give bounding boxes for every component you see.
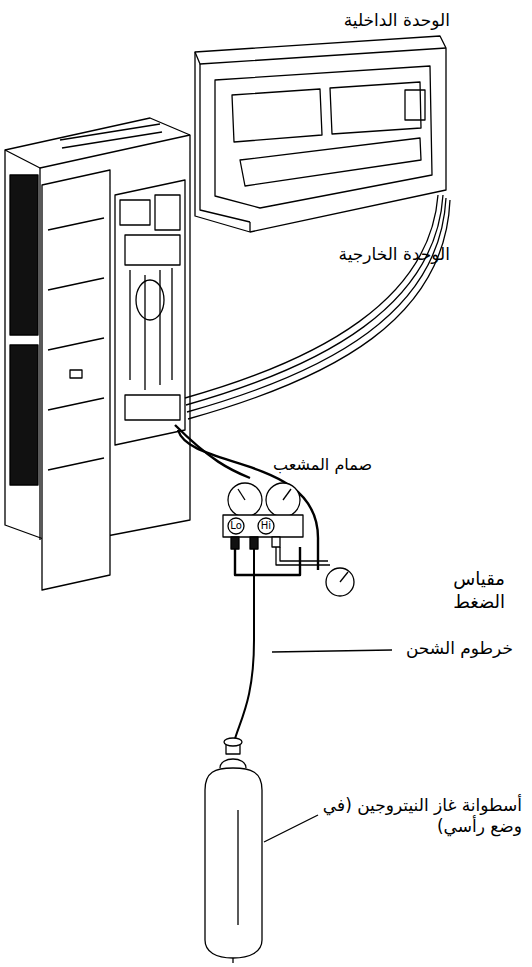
leader-line xyxy=(272,650,392,652)
part-label: مقياس الضغط xyxy=(405,568,505,613)
unit-label: الوحدة الداخلية xyxy=(300,10,450,31)
unit-label: الوحدة الخارجية xyxy=(300,244,450,265)
part-label: أسطوانة غاز النيتروجين (في وضع رأسي) xyxy=(312,795,522,838)
port-label: Hi xyxy=(258,521,274,531)
part-label: صمام المشعب xyxy=(262,455,372,475)
indoor-unit xyxy=(195,36,446,232)
nitrogen-cylinder xyxy=(205,738,262,963)
part-label: خرطوم الشحن xyxy=(398,638,513,659)
refrigerant-pipes xyxy=(185,195,450,419)
port-label: Lo xyxy=(228,521,244,531)
outdoor-unit xyxy=(5,118,190,590)
leader-line xyxy=(264,815,318,842)
